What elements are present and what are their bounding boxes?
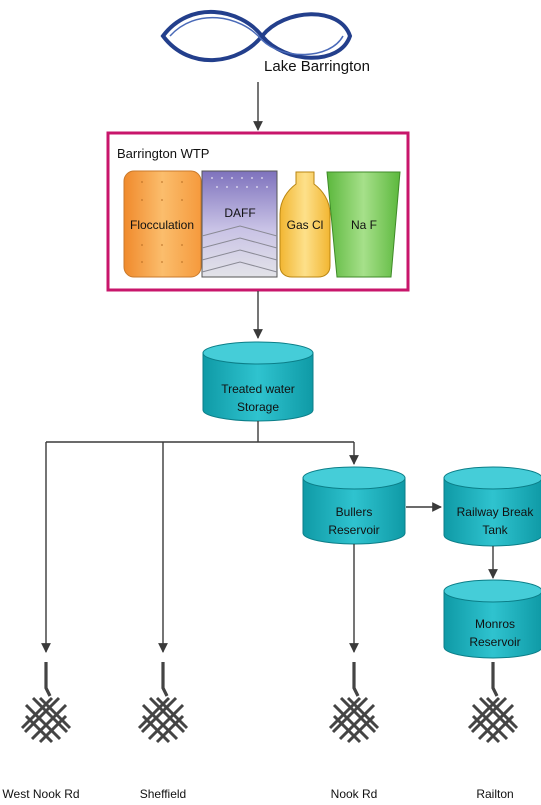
daff-unit <box>201 170 278 278</box>
distribution-network-icon <box>137 660 189 744</box>
railway-break-tank <box>443 466 541 547</box>
naf-container <box>326 171 401 278</box>
town-label-railton: Railton <box>476 787 513 801</box>
monros-reservoir-tank <box>443 579 541 659</box>
source-label: Lake Barrington <box>264 58 370 75</box>
flocculation-label: Flocculation <box>130 218 194 232</box>
town-label-nook-rd: Nook Rd <box>331 787 378 801</box>
bullers-label-line1: Bullers <box>336 505 373 519</box>
gas-cl-bottle <box>279 171 331 278</box>
storage-label-line1: Treated water <box>221 382 295 396</box>
bullers-label-line2: Reservoir <box>328 523 379 537</box>
distribution-network-icon <box>20 660 72 744</box>
town-label-west-nook-rd: West Nook Rd <box>2 787 79 801</box>
treated-water-storage-tank <box>202 341 314 422</box>
distribution-network-icon <box>328 660 380 744</box>
monros-label-line2: Reservoir <box>469 635 520 649</box>
town-label-sheffield: Sheffield <box>140 787 186 801</box>
daff-label: DAFF <box>224 206 255 220</box>
wtp-label: Barrington WTP <box>117 146 209 161</box>
distribution-network-icon <box>467 660 519 744</box>
gas-cl-label: Gas Cl <box>287 218 324 232</box>
flocculation-unit <box>123 170 202 278</box>
naf-label: Na F <box>351 218 377 232</box>
railway-label-line1: Railway Break <box>457 505 535 519</box>
bullers-reservoir-tank <box>302 466 406 545</box>
storage-label-line2: Storage <box>237 400 279 414</box>
railway-label-line2: Tank <box>482 523 508 537</box>
monros-label-line1: Monros <box>475 617 515 631</box>
lake-icon <box>160 10 353 62</box>
